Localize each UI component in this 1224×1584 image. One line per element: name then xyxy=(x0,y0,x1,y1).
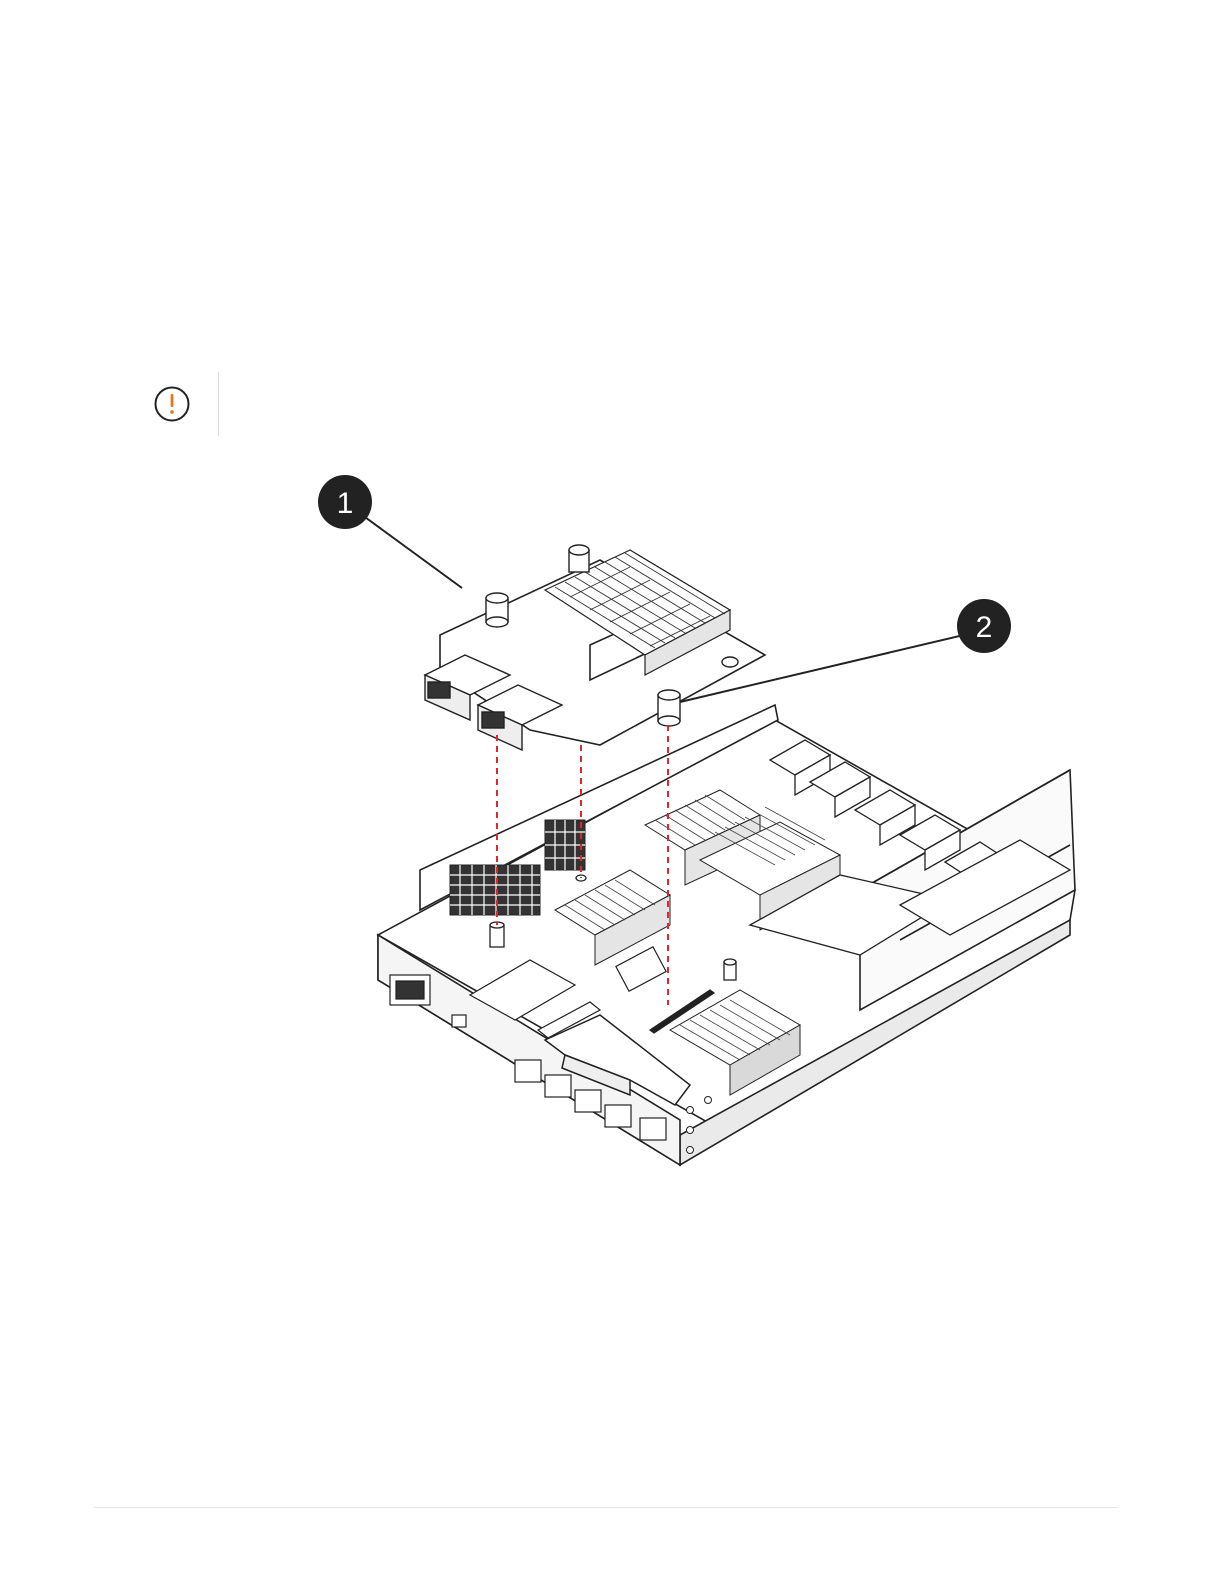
controller-illustration: 1 2 xyxy=(300,470,1100,1190)
callout-2: 2 xyxy=(957,599,1011,653)
caution-admonition xyxy=(140,372,1100,436)
warning-exclamation-icon xyxy=(154,386,190,422)
footer-divider xyxy=(94,1507,1118,1508)
callout-2-number: 2 xyxy=(976,611,993,644)
hic-installation-figure: 1 2 xyxy=(300,470,1100,1190)
callout-1-number: 1 xyxy=(337,487,354,520)
admonition-divider xyxy=(218,372,219,436)
controller-canister xyxy=(378,705,1075,1165)
callout-1: 1 xyxy=(318,475,372,529)
